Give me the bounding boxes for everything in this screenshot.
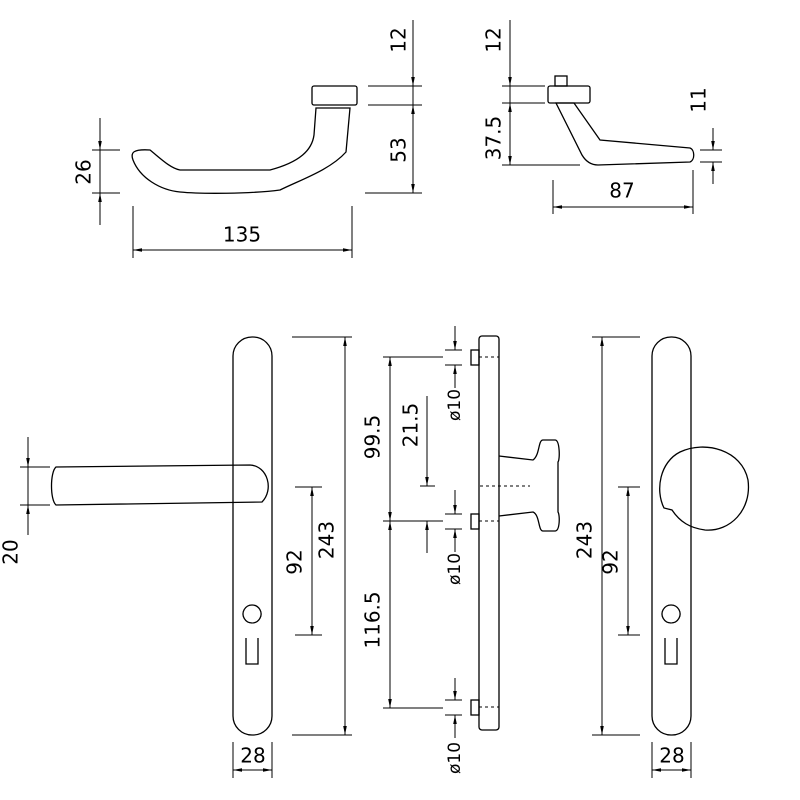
dim-label: 28 [659, 744, 684, 768]
dim-label: 116.5 [361, 591, 385, 648]
dim-left-front: 20 92 243 28 [0, 336, 352, 778]
hole-dim-bottom: ø10 [445, 678, 465, 774]
lever-plate-front [50, 336, 273, 736]
dim-label: ø10 [445, 742, 465, 774]
dim-right-front: 243 92 28 [573, 336, 692, 778]
dim-side: 12 37.5 11 87 [482, 20, 722, 214]
lever-side-view [547, 75, 695, 166]
dim-lever-length: 135 [132, 206, 353, 258]
dim-label: ø10 [445, 553, 465, 585]
dim-label: 87 [609, 179, 634, 203]
dim-label: 21.5 [399, 403, 423, 448]
dim-label: 11 [687, 87, 711, 112]
dim-middle: 99.5 116.5 21.5 ø10 ø10 ø10 [361, 326, 465, 774]
hole-dim-top: ø10 [445, 326, 465, 421]
hole-dim-mid: ø10 [445, 490, 465, 585]
dim-label: 99.5 [361, 415, 385, 460]
dim-label: 53 [387, 137, 411, 162]
dim-label: 20 [0, 539, 23, 564]
plate-side-view [470, 335, 560, 731]
dim-label: 12 [387, 27, 411, 52]
dim-label: 92 [283, 549, 307, 574]
keyhole [242, 604, 262, 665]
dim-label: 243 [315, 521, 339, 559]
dim-label: 28 [240, 744, 265, 768]
dim-label: 26 [72, 159, 96, 184]
dim-label: 92 [599, 549, 623, 574]
dim-label: 243 [573, 521, 597, 559]
lever-top-view [131, 85, 358, 194]
dim-label: 12 [482, 27, 506, 52]
dim-label: ø10 [445, 389, 465, 421]
dim-lever-height: 26 [72, 118, 120, 225]
dim-label: 37.5 [482, 116, 506, 161]
knob-plate-front [651, 336, 750, 736]
dim-label: 135 [223, 223, 261, 247]
dim-rose-and-drop: 12 53 [365, 20, 422, 194]
